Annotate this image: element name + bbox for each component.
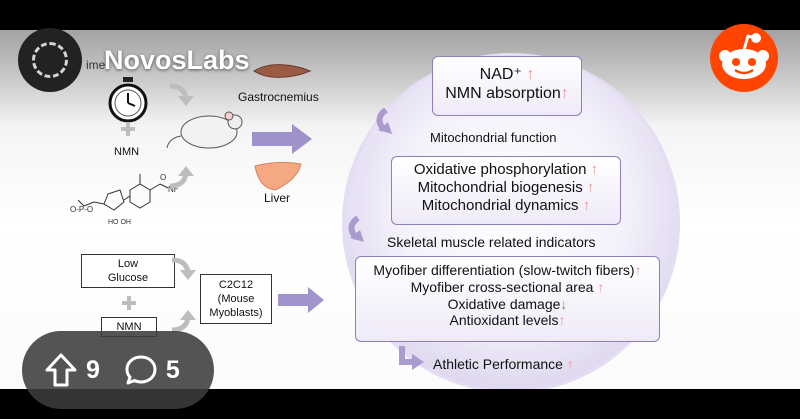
oxidative-phosphorylation-text: Oxidative phosphorylation bbox=[413, 161, 587, 178]
upvote-count: 9 bbox=[86, 355, 100, 384]
curved-arrow-icon bbox=[169, 83, 194, 106]
arrow-down-icon: ↓ bbox=[560, 295, 568, 312]
muscle-icon bbox=[253, 64, 312, 78]
oxidative-damage-text: Oxidative damage bbox=[447, 295, 561, 312]
arrow-up-icon: ↑ bbox=[558, 312, 566, 329]
curved-arrow-icon bbox=[348, 216, 364, 242]
low-glucose-box: Low Glucose bbox=[81, 254, 175, 288]
mouse-icon bbox=[166, 111, 243, 149]
nmn-absorption-text: NMN absorption bbox=[445, 85, 561, 103]
svg-text:HO OH: HO OH bbox=[108, 219, 131, 226]
upvote-arrow-icon[interactable] bbox=[44, 352, 78, 388]
top-letterbox bbox=[0, 0, 800, 30]
nad-box: NAD⁺ ↑ NMN absorption↑ bbox=[432, 56, 582, 116]
athletic-performance-text: Athletic Performance bbox=[433, 356, 563, 372]
low-glucose-line2: Glucose bbox=[107, 271, 149, 284]
antioxidant-levels-text: Antioxidant levels bbox=[449, 312, 559, 329]
nad-text: NAD⁺ bbox=[479, 66, 522, 83]
stopwatch-icon bbox=[108, 77, 148, 123]
arrow-up-icon: ↑ bbox=[597, 278, 605, 295]
mitochondria-box: Oxidative phosphorylation ↑ Mitochondria… bbox=[391, 156, 621, 225]
plus-icon bbox=[121, 122, 135, 136]
nmn-box-label: NMN bbox=[116, 321, 142, 333]
comment-count: 5 bbox=[165, 355, 180, 384]
arrow-up-icon: ↑ bbox=[560, 85, 569, 103]
comment-bubble-icon[interactable] bbox=[124, 353, 158, 387]
curved-arrow-icon bbox=[171, 310, 196, 333]
arrow-right-icon bbox=[278, 287, 324, 313]
liver-icon bbox=[254, 161, 302, 191]
c2c12-line2: (Mouse bbox=[217, 292, 255, 305]
svg-text:O-P-O: O-P-O bbox=[70, 205, 93, 214]
reddit-logo-icon[interactable] bbox=[710, 24, 778, 92]
nmn-label: NMN bbox=[114, 146, 140, 158]
arrow-up-icon: ↑ bbox=[634, 262, 642, 278]
c2c12-box: C2C12 (Mouse Myoblasts) bbox=[200, 274, 272, 324]
curved-arrow-icon bbox=[376, 108, 392, 134]
mitochondrial-biogenesis-text: Mitochondrial biogenesis bbox=[417, 179, 583, 196]
c2c12-line1: C2C12 bbox=[218, 279, 254, 291]
curved-arrow-icon bbox=[171, 257, 196, 280]
arrow-up-icon: ↑ bbox=[582, 197, 591, 214]
myofiber-box: Myofiber differentiation (slow-twitch fi… bbox=[355, 256, 660, 342]
community-avatar[interactable] bbox=[18, 28, 82, 92]
arrow-down-right-icon bbox=[399, 346, 424, 370]
arrow-up-icon: ↑ bbox=[566, 356, 574, 372]
plus-icon bbox=[122, 296, 136, 310]
myofiber-differentiation-text: Myofiber differentiation (slow-twitch fi… bbox=[373, 262, 635, 278]
c2c12-line3: Myoblasts) bbox=[209, 306, 263, 319]
low-glucose-line1: Low bbox=[117, 258, 139, 270]
arrow-up-icon: ↑ bbox=[586, 179, 595, 196]
myofiber-area-text: Myofiber cross-sectional area bbox=[410, 278, 594, 295]
mitochondrial-dynamics-text: Mitochondrial dynamics bbox=[421, 197, 579, 214]
community-name[interactable]: NovosLabs bbox=[104, 44, 250, 75]
athletic-performance-label: Athletic Performance ↑ bbox=[433, 356, 574, 372]
gastrocnemius-label: Gastrocnemius bbox=[238, 90, 319, 104]
arrow-up-icon: ↑ bbox=[590, 161, 599, 178]
curved-arrow-icon bbox=[169, 166, 194, 189]
arrow-up-icon: ↑ bbox=[526, 66, 535, 83]
post-header: NovosLabs bbox=[18, 26, 250, 94]
liver-label: Liver bbox=[264, 191, 291, 205]
svg-text:O: O bbox=[160, 173, 166, 182]
post-image[interactable]: ime NMN O NH₂ O-P-O HO OH bbox=[0, 30, 800, 389]
mitochondrial-function-label: Mitochondrial function bbox=[430, 130, 557, 145]
engagement-bar: 9 5 bbox=[22, 331, 214, 409]
svg-text:NH₂: NH₂ bbox=[168, 185, 178, 194]
arrow-right-icon bbox=[252, 124, 312, 154]
nmn-molecule-icon: O NH₂ O-P-O HO OH bbox=[70, 173, 178, 226]
time-label-partial: ime bbox=[86, 58, 106, 72]
skeletal-muscle-label: Skeletal muscle related indicators bbox=[387, 234, 596, 250]
